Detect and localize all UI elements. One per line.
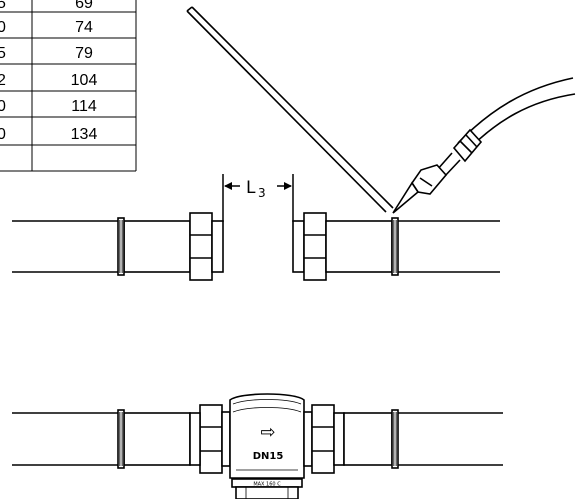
left-pipe-bottom — [12, 409, 191, 469]
table-cells: 5 69 0 74 5 79 2 104 0 114 0 134 — [0, 0, 97, 143]
table-row-3-left: 5 — [0, 45, 6, 62]
table-row-2-right: 74 — [75, 19, 93, 36]
flow-arrow-icon: ⇨ — [260, 422, 275, 443]
table-row-4-right: 104 — [71, 72, 98, 89]
dimension-label: L — [246, 178, 256, 198]
table-row-1-right: 69 — [75, 0, 93, 12]
valve-size-label: DN15 — [253, 451, 284, 462]
table-row-5-right: 114 — [71, 98, 97, 115]
left-hex-nut-top — [189, 212, 224, 281]
valve-plate-text: MAX 160 C — [253, 482, 281, 488]
table-row-6-right: 134 — [71, 126, 98, 143]
dimension-table — [0, 0, 137, 172]
table-row-5-left: 0 — [0, 98, 6, 115]
dimension-subscript: 3 — [258, 186, 266, 200]
dimension-l3 — [222, 174, 294, 222]
right-hex-nut-top — [292, 212, 327, 281]
table-row-4-left: 2 — [0, 72, 6, 89]
welding-rod — [186, 6, 394, 213]
table-row-1-left: 5 — [0, 0, 6, 12]
table-row-6-left: 0 — [0, 126, 6, 143]
right-hex-nut-bottom — [303, 404, 345, 474]
valve-body — [229, 393, 305, 499]
welding-torch — [392, 77, 576, 214]
table-row-2-left: 0 — [0, 19, 6, 36]
left-hex-nut-bottom — [189, 404, 231, 474]
right-pipe-bottom — [343, 409, 503, 469]
right-pipe-top — [325, 217, 500, 276]
table-row-3-right: 79 — [75, 45, 93, 62]
left-pipe-top — [12, 217, 191, 276]
